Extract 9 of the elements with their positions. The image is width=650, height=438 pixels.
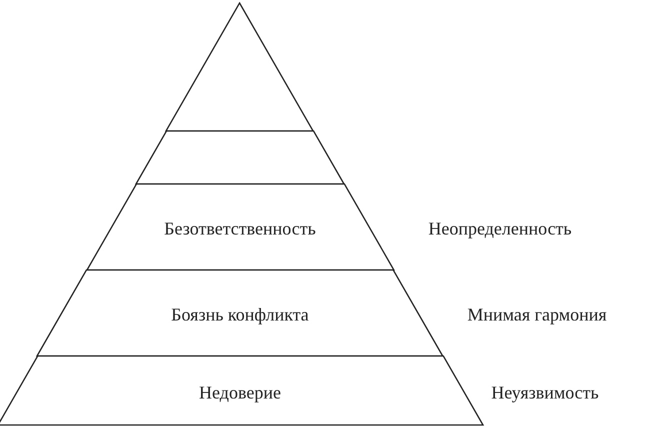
side-label: Неопределенность <box>428 218 572 240</box>
side-label: Мнимая гармония <box>467 304 607 326</box>
level-label: Недоверие <box>199 382 281 403</box>
pyramid-level <box>37 270 443 356</box>
level-label: Безответственность <box>164 218 316 240</box>
pyramid-level <box>166 3 314 131</box>
level-label: Боязнь конфликта <box>171 304 309 326</box>
side-label: Неуязвимость <box>491 382 599 403</box>
pyramid-level <box>0 356 482 425</box>
